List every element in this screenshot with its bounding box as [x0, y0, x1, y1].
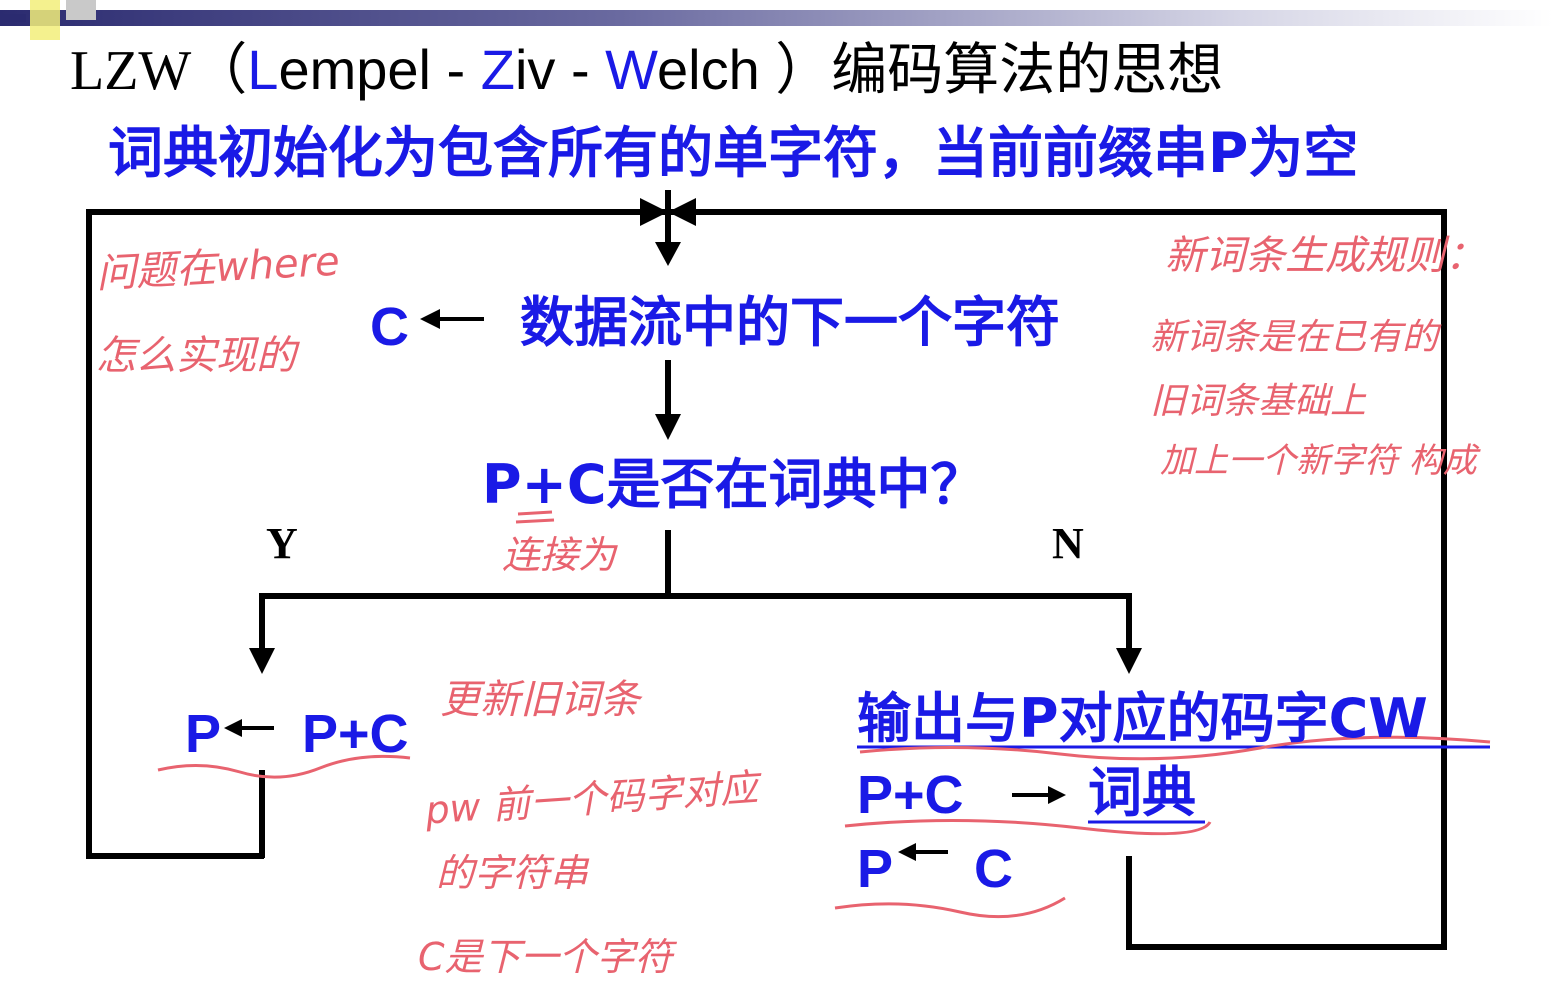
no-label: N — [1052, 519, 1084, 568]
add-arrow-head — [1048, 786, 1066, 804]
read-c-label: C — [370, 297, 409, 357]
assign-arrow-c-head — [420, 309, 440, 329]
squiggle-output — [859, 735, 1491, 761]
title-iv: iv - — [514, 38, 606, 101]
no-output-text: 输出与P对应的码字CW — [857, 687, 1428, 750]
yes-label: Y — [266, 519, 298, 568]
yes-action-pc: P+C — [302, 704, 409, 764]
no-branch-arrow — [1116, 648, 1142, 674]
decision-text: P+C是否在词典中？ — [482, 453, 985, 516]
note-concat: 连接为 — [502, 533, 617, 577]
note-rule-title: 新词条生成规则： — [1165, 233, 1485, 279]
note-where: 问题在where — [94, 238, 341, 298]
note-rule-2: 旧词条基础上 — [1150, 381, 1367, 422]
squiggle-pc — [834, 896, 1066, 919]
yes-action-p: P — [185, 704, 222, 764]
note-rule-1: 新词条是在已有的 — [1150, 317, 1439, 358]
slide-header-bar — [0, 10, 1553, 26]
slide-header-accent-2 — [66, 0, 96, 20]
assign-arrow-p2-head — [898, 843, 916, 861]
note-update: 更新旧词条 — [440, 677, 640, 723]
title-letter-w: W — [605, 38, 658, 101]
no-set-c: C — [974, 839, 1013, 899]
down-arrow-2 — [655, 414, 681, 440]
title-letter-z: Z — [480, 38, 515, 101]
slide-header-dash — [0, 14, 26, 22]
note-pw2: 的字符串 — [436, 851, 589, 895]
squiggle-dict — [844, 818, 1212, 836]
note-how: 怎么实现的 — [96, 333, 296, 379]
no-add-dict: 词典 — [1088, 761, 1196, 824]
slide-header-accent — [30, 0, 60, 40]
title-empel: empel - — [278, 38, 481, 101]
merge-arrow-right — [668, 198, 696, 226]
note-c-next: C是下一个字符 — [418, 935, 673, 979]
down-arrow-1 — [655, 242, 681, 266]
slide-title: LZW（Lempel - Ziv - Welch ）编码算法的思想 — [70, 40, 1223, 102]
merge-arrow-left — [640, 198, 668, 226]
yes-branch-arrow — [249, 648, 275, 674]
note-rule-3: 加上一个新字符 构成 — [1160, 441, 1477, 481]
squiggle-p-pc — [157, 754, 411, 779]
assign-arrow-p1-head — [224, 719, 242, 737]
title-prefix: LZW（ — [70, 40, 248, 102]
title-letter-l: L — [247, 38, 279, 101]
double-underline-plus — [515, 510, 555, 524]
init-text: 词典初始化为包含所有的单字符，当前前缀串P为空 — [108, 121, 1359, 185]
read-next-char-text: 数据流中的下一个字符 — [520, 291, 1060, 354]
no-set-p: P — [857, 839, 894, 899]
no-add-pc: P+C — [857, 765, 964, 825]
title-elch: elch ）编码算法的思想 — [657, 38, 1224, 101]
